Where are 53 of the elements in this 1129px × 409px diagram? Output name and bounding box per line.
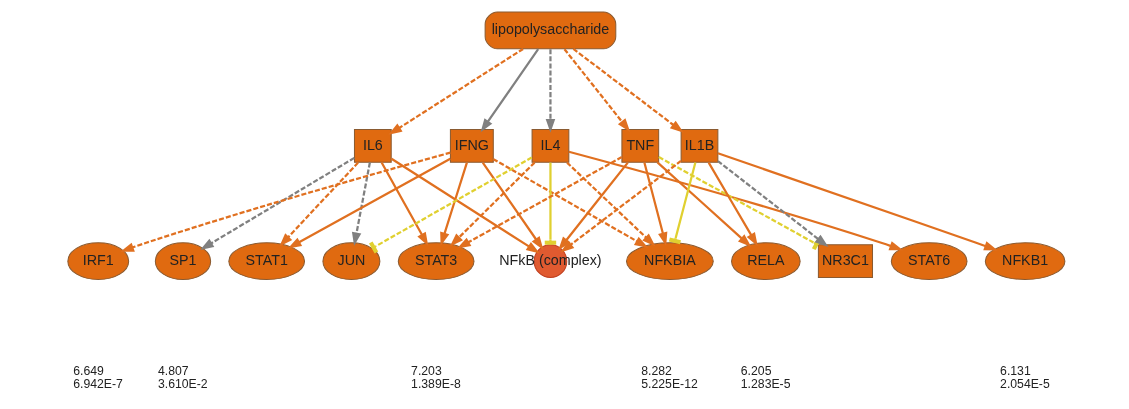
arrow — [707, 162, 758, 247]
arrow — [449, 161, 535, 247]
node-ellipse: SP1 — [154, 242, 211, 281]
node-label: 4.807 — [157, 364, 189, 379]
arrow — [119, 151, 451, 252]
arrow — [716, 160, 828, 247]
node-label: 6.649 — [72, 364, 104, 379]
node-ellipse: NFKBIA — [625, 242, 714, 281]
arrow — [387, 48, 524, 135]
arrow — [557, 161, 629, 251]
arrow — [559, 160, 682, 253]
node-box: IL4 — [531, 128, 569, 163]
arrow — [199, 156, 355, 250]
arrow — [563, 48, 630, 133]
arrow — [390, 157, 540, 254]
node-box: IFNG — [449, 128, 494, 163]
arrow — [568, 150, 903, 251]
node-label: 6.205 — [740, 364, 771, 379]
node-label: 5.225E-12 — [640, 377, 698, 392]
arrow — [656, 161, 751, 248]
arrow — [572, 48, 684, 133]
arrow — [480, 48, 539, 133]
node-label: 8.282 — [640, 364, 672, 379]
node-ellipse: IRF1 — [66, 242, 129, 281]
node-box: IL1B — [680, 128, 718, 163]
arrow — [439, 162, 468, 246]
node-label: 6.131 — [999, 364, 1031, 379]
node-ellipse: STAT3 — [397, 242, 474, 281]
node-box: NR3C1 — [817, 244, 873, 278]
node-box: IL6 — [353, 128, 392, 163]
node-ellipse: RELA — [730, 242, 801, 281]
connector — [657, 156, 821, 251]
node-label: 7.203 — [410, 364, 442, 379]
node-box: TNF — [620, 128, 659, 163]
arrow — [456, 156, 622, 249]
node-ellipse: STAT1 — [227, 242, 305, 281]
node-label: 1.389E-8 — [410, 377, 461, 392]
node-box: lipopolysaccharide — [484, 11, 616, 50]
node-label: 2.054E-5 — [999, 377, 1050, 392]
arrow — [380, 162, 428, 246]
arrow — [545, 49, 555, 133]
arrow — [351, 162, 371, 246]
arrow — [717, 152, 998, 251]
node-label: 1.283E-5 — [740, 377, 790, 392]
node-label: 6.942E-7 — [72, 377, 123, 392]
arrow — [287, 157, 451, 249]
arrow — [642, 162, 667, 246]
arrow — [481, 161, 543, 251]
connector — [668, 162, 696, 245]
arrow — [278, 161, 359, 247]
connector — [368, 156, 532, 254]
node-label: 3.610E-2 — [157, 377, 208, 392]
arrow — [565, 161, 655, 247]
